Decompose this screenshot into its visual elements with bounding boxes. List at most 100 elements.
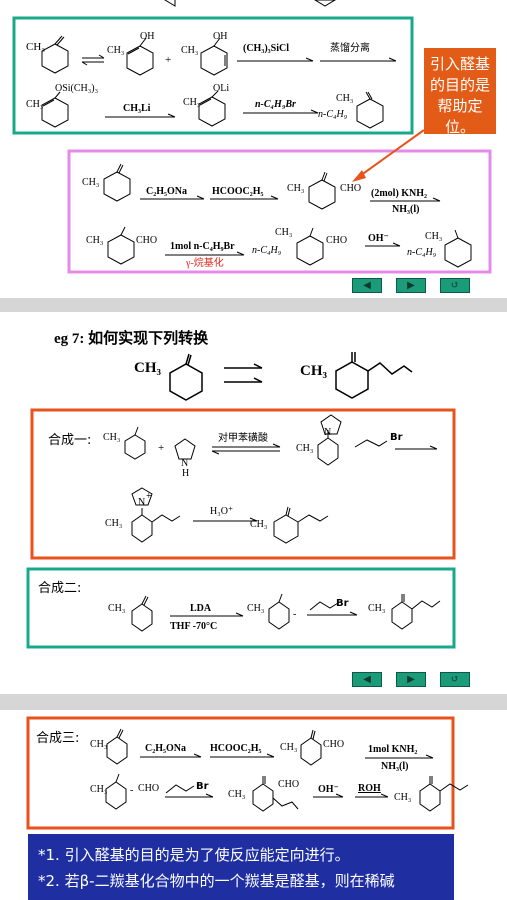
s1-r1-m2b: OH — [140, 31, 155, 42]
next-button[interactable]: ▶ — [396, 278, 426, 293]
s1-r4-note: γ-烷基化 — [186, 258, 224, 269]
s1-r3-reagent2: HCOOC₂H₅ — [212, 186, 264, 197]
s1-r1-reagent: (CH₃)₃SiCl — [243, 43, 289, 54]
s1-r3-m2: CH₃ — [287, 183, 305, 194]
syn2-minus: - — [293, 609, 297, 620]
syn3-reagent6: ROH — [358, 783, 381, 794]
slide-3: 合成三: CH₃ C₂H₅ONa HCOOC₂H₅ CH₃ CHO 1mol K… — [0, 710, 507, 900]
syn1-reagent2: Br — [390, 432, 403, 443]
prev-icon: ◀ — [363, 674, 371, 685]
prev-button-2[interactable]: ◀ — [352, 672, 382, 687]
syn2-m2: CH₃ — [247, 603, 265, 614]
separator-1 — [0, 298, 507, 312]
syn2-reagentb: THF -70°C — [170, 621, 218, 632]
return-icon: ↺ — [450, 280, 460, 291]
s1-r1-reagent2: 蒸馏分离 — [330, 43, 370, 54]
syn3-reagent1: C₂H₅ONa — [145, 743, 186, 754]
syn2-reagent2: Br — [336, 598, 349, 609]
s1-r2-m3a: CH₃ — [336, 93, 354, 104]
callout-aldehyde-purpose: 引入醛基的目的是帮助定位。 — [424, 48, 496, 136]
syn1-label: 合成一: — [48, 433, 92, 448]
s1-r4-reagent2: OH⁻ — [368, 233, 389, 244]
syn3-m1: CH₃ — [90, 739, 108, 750]
syn2-label: 合成二: — [38, 581, 82, 596]
s1-r3-m2b: CHO — [340, 183, 362, 194]
syn2-m3: CH₃ — [368, 603, 386, 614]
syn1-reagent3: H₃O⁺ — [210, 506, 234, 517]
syn2-reagent: LDA — [190, 603, 212, 614]
syn1-plus: + — [158, 442, 165, 454]
syn1-m4: CH₃ — [250, 519, 268, 530]
slide1-art — [12, 0, 492, 274]
s1-r4-m1b: CHO — [136, 235, 158, 246]
s1-r2-m2b: OLi — [213, 83, 230, 94]
s1-r4-m2a: CH₃ — [275, 227, 293, 238]
syn1-nh-h: H — [182, 468, 190, 479]
s1-r3-reagent3: (2mol) KNH₂ — [371, 188, 428, 199]
s1-r4-reagent1: 1mol n-C₄H₉Br — [170, 241, 235, 252]
syn3-reagent3: 1mol KNH₂ — [368, 744, 418, 755]
syn3-m2: CH₃ — [280, 742, 298, 753]
slide-1: CH₃ CH₃ OH + CH₃ OH (CH₃)₃SiCl 蒸馏分离 CH₃ … — [0, 0, 507, 298]
next-button-2[interactable]: ▶ — [396, 672, 426, 687]
next-icon: ▶ — [407, 280, 415, 291]
syn1-m3plus: + — [146, 491, 152, 502]
s1-r1-m1: CH₃ — [26, 41, 46, 53]
s1-r4-m1: CH₃ — [86, 235, 104, 246]
syn3-reagent2: HCOOC₂H₅ — [210, 743, 262, 754]
syn3-reagent3b: NH₃(l) — [381, 761, 409, 772]
slide-2: eg 7: 如何实现下列转换 — [0, 312, 507, 694]
s1-r2-m3b: n-C₄H₉ — [318, 109, 348, 120]
slide3-art — [26, 716, 469, 830]
syn3-m3: CH₃ — [90, 784, 108, 795]
s2-rhs-ch3: CH₃ — [300, 363, 327, 379]
syn1-reagent: 对甲苯磺酸 — [218, 433, 268, 444]
syn1-nh-n: N — [181, 458, 189, 469]
s1-r2-m1: CH₃ — [26, 99, 44, 110]
syn3-m3b: CHO — [138, 783, 160, 794]
s1-r1-m3b: OH — [213, 31, 228, 42]
syn3-reagent4: Br — [196, 781, 209, 792]
separator-2 — [0, 694, 507, 710]
syn1-m3n: N — [138, 497, 146, 508]
syn3-m4: CH₃ — [228, 789, 246, 800]
s1-r4-m2b: n-C₄H₉ — [252, 245, 282, 256]
s1-r1-plus: + — [165, 54, 172, 66]
syn3-m3minus: - — [130, 785, 134, 796]
syn1-m1: CH₃ — [103, 432, 121, 443]
return-icon: ↺ — [450, 674, 460, 685]
syn3-m4b: CHO — [278, 779, 300, 790]
s1-r3-reagent3b: NH₃(l) — [392, 204, 420, 215]
s1-r1-m2: CH₃ — [107, 45, 125, 56]
syn1-m2: CH₃ — [296, 443, 314, 454]
syn3-m5: CH₃ — [394, 792, 412, 803]
syn1-m3: CH₃ — [105, 518, 123, 529]
slide2-title: eg 7: 如何实现下列转换 — [54, 331, 209, 347]
s2-lhs-ch3: CH₃ — [134, 360, 161, 376]
s1-r3-m1: CH₃ — [82, 177, 100, 188]
s1-r4-m3a: CH₃ — [425, 231, 443, 242]
s1-r2-m2: CH₃ — [183, 97, 201, 108]
return-button[interactable]: ↺ — [440, 278, 470, 293]
syn3-m2b: CHO — [323, 739, 345, 750]
syn3-reagent5: OH⁻ — [318, 784, 339, 795]
return-button-2[interactable]: ↺ — [440, 672, 470, 687]
s1-r2-reagent2: n-C₄H₉Br — [255, 99, 296, 110]
syn1-m2n: N — [324, 427, 332, 438]
notes-panel: *1. 引入醛基的目的是为了使反应能定向进行。 *2. 若β-二羰基化合物中的一… — [28, 834, 454, 900]
s1-r2-m1b: OSi(CH₃)₃ — [55, 83, 99, 94]
prev-icon: ◀ — [363, 280, 371, 291]
callout-text: 引入醛基的目的是帮助定位。 — [430, 55, 491, 136]
s1-r2-reagent: CH₃Li — [123, 103, 151, 114]
slide2-art — [26, 352, 456, 649]
next-icon: ▶ — [407, 674, 415, 685]
note-2: *2. 若β-二羰基化合物中的一个羰基是醛基，则在稀碱 — [38, 872, 395, 890]
note-1: *1. 引入醛基的目的是为了使反应能定向进行。 — [38, 846, 350, 864]
s1-r3-reagent1: C₂H₅ONa — [146, 186, 187, 197]
s1-r4-m2c: CHO — [326, 235, 348, 246]
s1-r1-m3: CH₃ — [181, 45, 199, 56]
syn2-m1: CH₃ — [108, 603, 126, 614]
syn3-label: 合成三: — [36, 731, 80, 746]
s1-r4-m3b: n-C₄H₉ — [407, 247, 437, 258]
prev-button[interactable]: ◀ — [352, 278, 382, 293]
